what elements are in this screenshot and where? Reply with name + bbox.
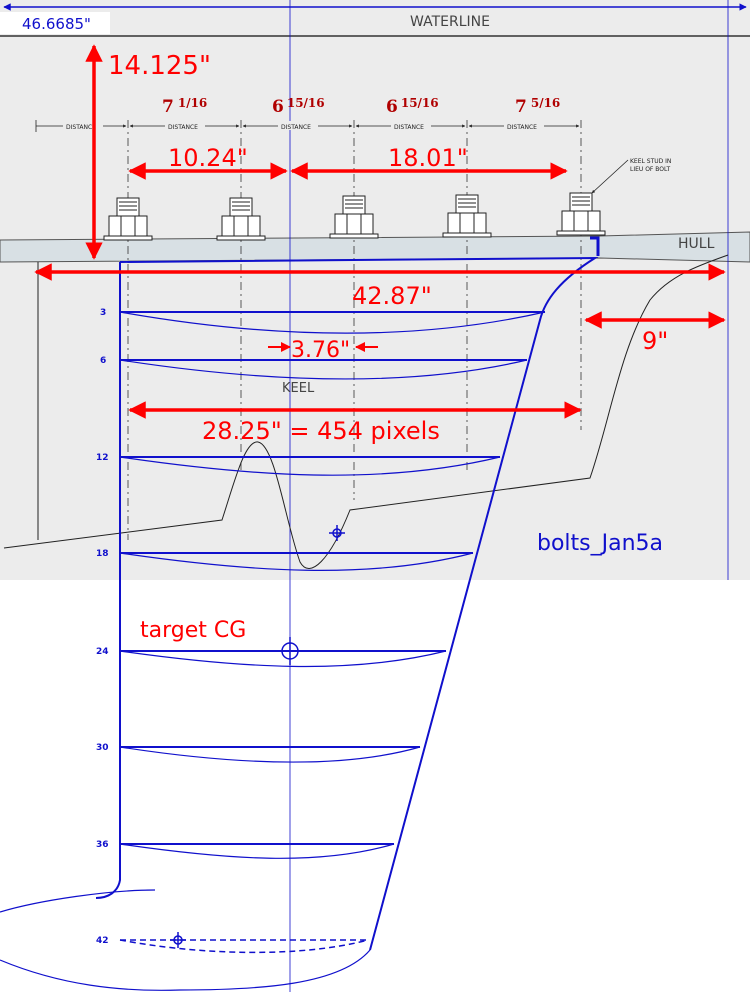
scale-label: 28.25" = 454 pixels (202, 417, 440, 445)
bolt-2 (216, 197, 266, 241)
hull-label: HULL (678, 236, 715, 252)
bolt-3 (329, 195, 379, 239)
distance-label-3: DISTANCE (281, 124, 311, 131)
bolt-spacing-a-label: 10.24" (168, 144, 248, 172)
bolt-4 (442, 194, 492, 238)
svg-text:6: 6 (100, 356, 106, 366)
inner-label: 3.76" (291, 338, 350, 363)
keel-stud-leader (591, 159, 629, 194)
bolts (103, 192, 606, 241)
new-keel (0, 236, 600, 991)
file-tag: bolts_Jan5a (537, 531, 663, 556)
svg-text:18: 18 (96, 549, 109, 559)
depth-label: 14.125" (108, 51, 211, 81)
red-dimensions (34, 44, 726, 419)
bolt-1 (103, 197, 153, 241)
target-cg-marker (278, 637, 302, 665)
old-keel-outline (3, 254, 729, 569)
aft-label: 9" (642, 327, 668, 355)
svg-text:30: 30 (96, 743, 109, 753)
station-numbers: 3 6 12 18 24 30 36 42 (96, 308, 109, 946)
svg-text:42: 42 (96, 936, 109, 946)
distance-label-4: DISTANCE (394, 124, 424, 131)
svg-text:3: 3 (100, 308, 106, 318)
hull (0, 231, 750, 263)
keel-stud-note-line-1: KEEL STUD IN (630, 158, 671, 165)
old-cg-marker (329, 525, 345, 541)
distance-label-2: DISTANCE (168, 124, 198, 131)
top-width-label-box (0, 12, 110, 34)
target-cg-label: target CG (140, 618, 246, 643)
distance-label-1: DISTANCE (66, 124, 96, 131)
svg-text:24: 24 (96, 647, 109, 657)
drawing-background (0, 0, 750, 580)
distance-label-5: DISTANCE (507, 124, 537, 131)
bulb-cg-marker (170, 932, 186, 948)
overall-label: 42.87" (352, 282, 432, 310)
svg-text:36: 36 (96, 840, 109, 850)
waterline-label: WATERLINE (410, 14, 490, 30)
keel-stud-note-line-2: LIEU OF BOLT (630, 166, 671, 173)
bolt-spacing-b-label: 18.01" (388, 144, 468, 172)
svg-text:12: 12 (96, 453, 109, 463)
keel-label: KEEL (282, 381, 315, 396)
top-width-label: 46.6685" (22, 15, 91, 33)
bolt-5-keel-stud (556, 192, 606, 236)
